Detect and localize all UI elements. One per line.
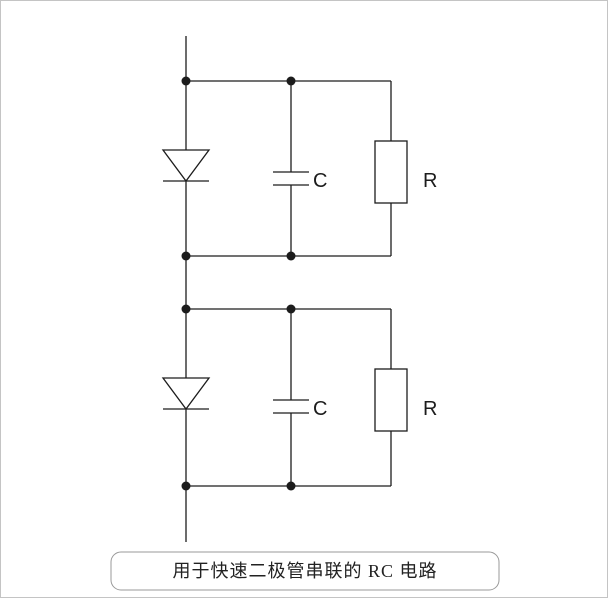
resistor-label: R	[423, 170, 437, 192]
junction-dot	[286, 251, 296, 261]
diode-icon	[161, 377, 211, 411]
figure-caption: 用于快速二极管串联的 RC 电路	[110, 551, 500, 591]
resistor-icon	[374, 140, 408, 204]
resistor-icon	[374, 368, 408, 432]
diode-icon	[161, 149, 211, 183]
capacitor-label: C	[313, 170, 327, 192]
capacitor-label: C	[313, 398, 327, 420]
junction-dot	[286, 481, 296, 491]
caption-text: 用于快速二极管串联的 RC 电路	[172, 561, 437, 581]
rc-snubber-cell-2: C R	[161, 304, 437, 491]
caption-box	[110, 551, 500, 591]
rc-snubber-cell-1: C R	[161, 76, 437, 261]
resistor-label: R	[423, 398, 437, 420]
